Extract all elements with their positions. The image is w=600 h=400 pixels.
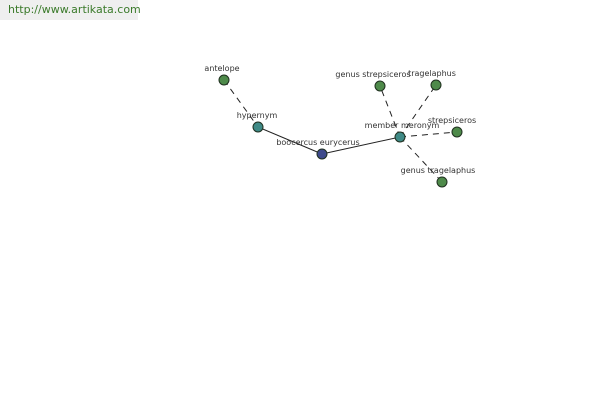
graph-node-tragelaphus-genus[interactable]: genus tragelaphus	[401, 166, 476, 188]
edge-hypernym-center	[257, 126, 323, 155]
site-url-link[interactable]: http://www.artikata.com	[0, 0, 141, 20]
node-label-strepsiceros-genus[interactable]: genus strepsiceros	[335, 70, 410, 79]
graph-node-hypernym[interactable]: hypernym	[237, 111, 278, 133]
graph-node-strepsiceros[interactable]: strepsiceros	[428, 116, 476, 138]
node-circle-tragelaphus[interactable]	[430, 79, 442, 91]
node-circle-hypernym[interactable]	[252, 121, 264, 133]
graph-node-center[interactable]: boocercus eurycerus	[276, 138, 360, 160]
graph-nodes: antelope hypernym boocercus eurycerus membe…	[204, 64, 476, 188]
edge-antelope-hypernym	[223, 79, 259, 128]
node-circle-antelope[interactable]	[218, 74, 230, 86]
node-label-center[interactable]: boocercus eurycerus	[276, 138, 359, 147]
node-circle-strepsiceros-genus[interactable]	[374, 80, 386, 92]
graph-node-antelope[interactable]: antelope	[204, 64, 240, 86]
edge-meronym-strepsiceros-genus	[379, 85, 401, 138]
node-label-strepsiceros[interactable]: strepsiceros	[428, 116, 476, 125]
node-label-tragelaphus-genus[interactable]: genus tragelaphus	[401, 166, 476, 175]
graph-node-meronym[interactable]: member meronym	[365, 121, 440, 143]
graph-node-tragelaphus[interactable]: tragelaphus	[408, 69, 456, 91]
graph-edges	[223, 79, 458, 183]
node-circle-center[interactable]	[316, 148, 328, 160]
edge-meronym-tragelaphus-genus	[399, 136, 443, 183]
node-label-antelope[interactable]: antelope	[204, 64, 239, 73]
edge-center-meronym	[321, 136, 401, 155]
node-circle-meronym[interactable]	[394, 131, 406, 143]
edge-meronym-strepsiceros	[399, 131, 458, 138]
node-label-meronym[interactable]: member meronym	[365, 121, 440, 130]
node-circle-tragelaphus-genus[interactable]	[436, 176, 448, 188]
node-label-hypernym[interactable]: hypernym	[237, 111, 278, 120]
node-label-tragelaphus[interactable]: tragelaphus	[408, 69, 456, 78]
node-circle-strepsiceros[interactable]	[451, 126, 463, 138]
graph-node-strepsiceros-genus[interactable]: genus strepsiceros	[335, 70, 411, 92]
